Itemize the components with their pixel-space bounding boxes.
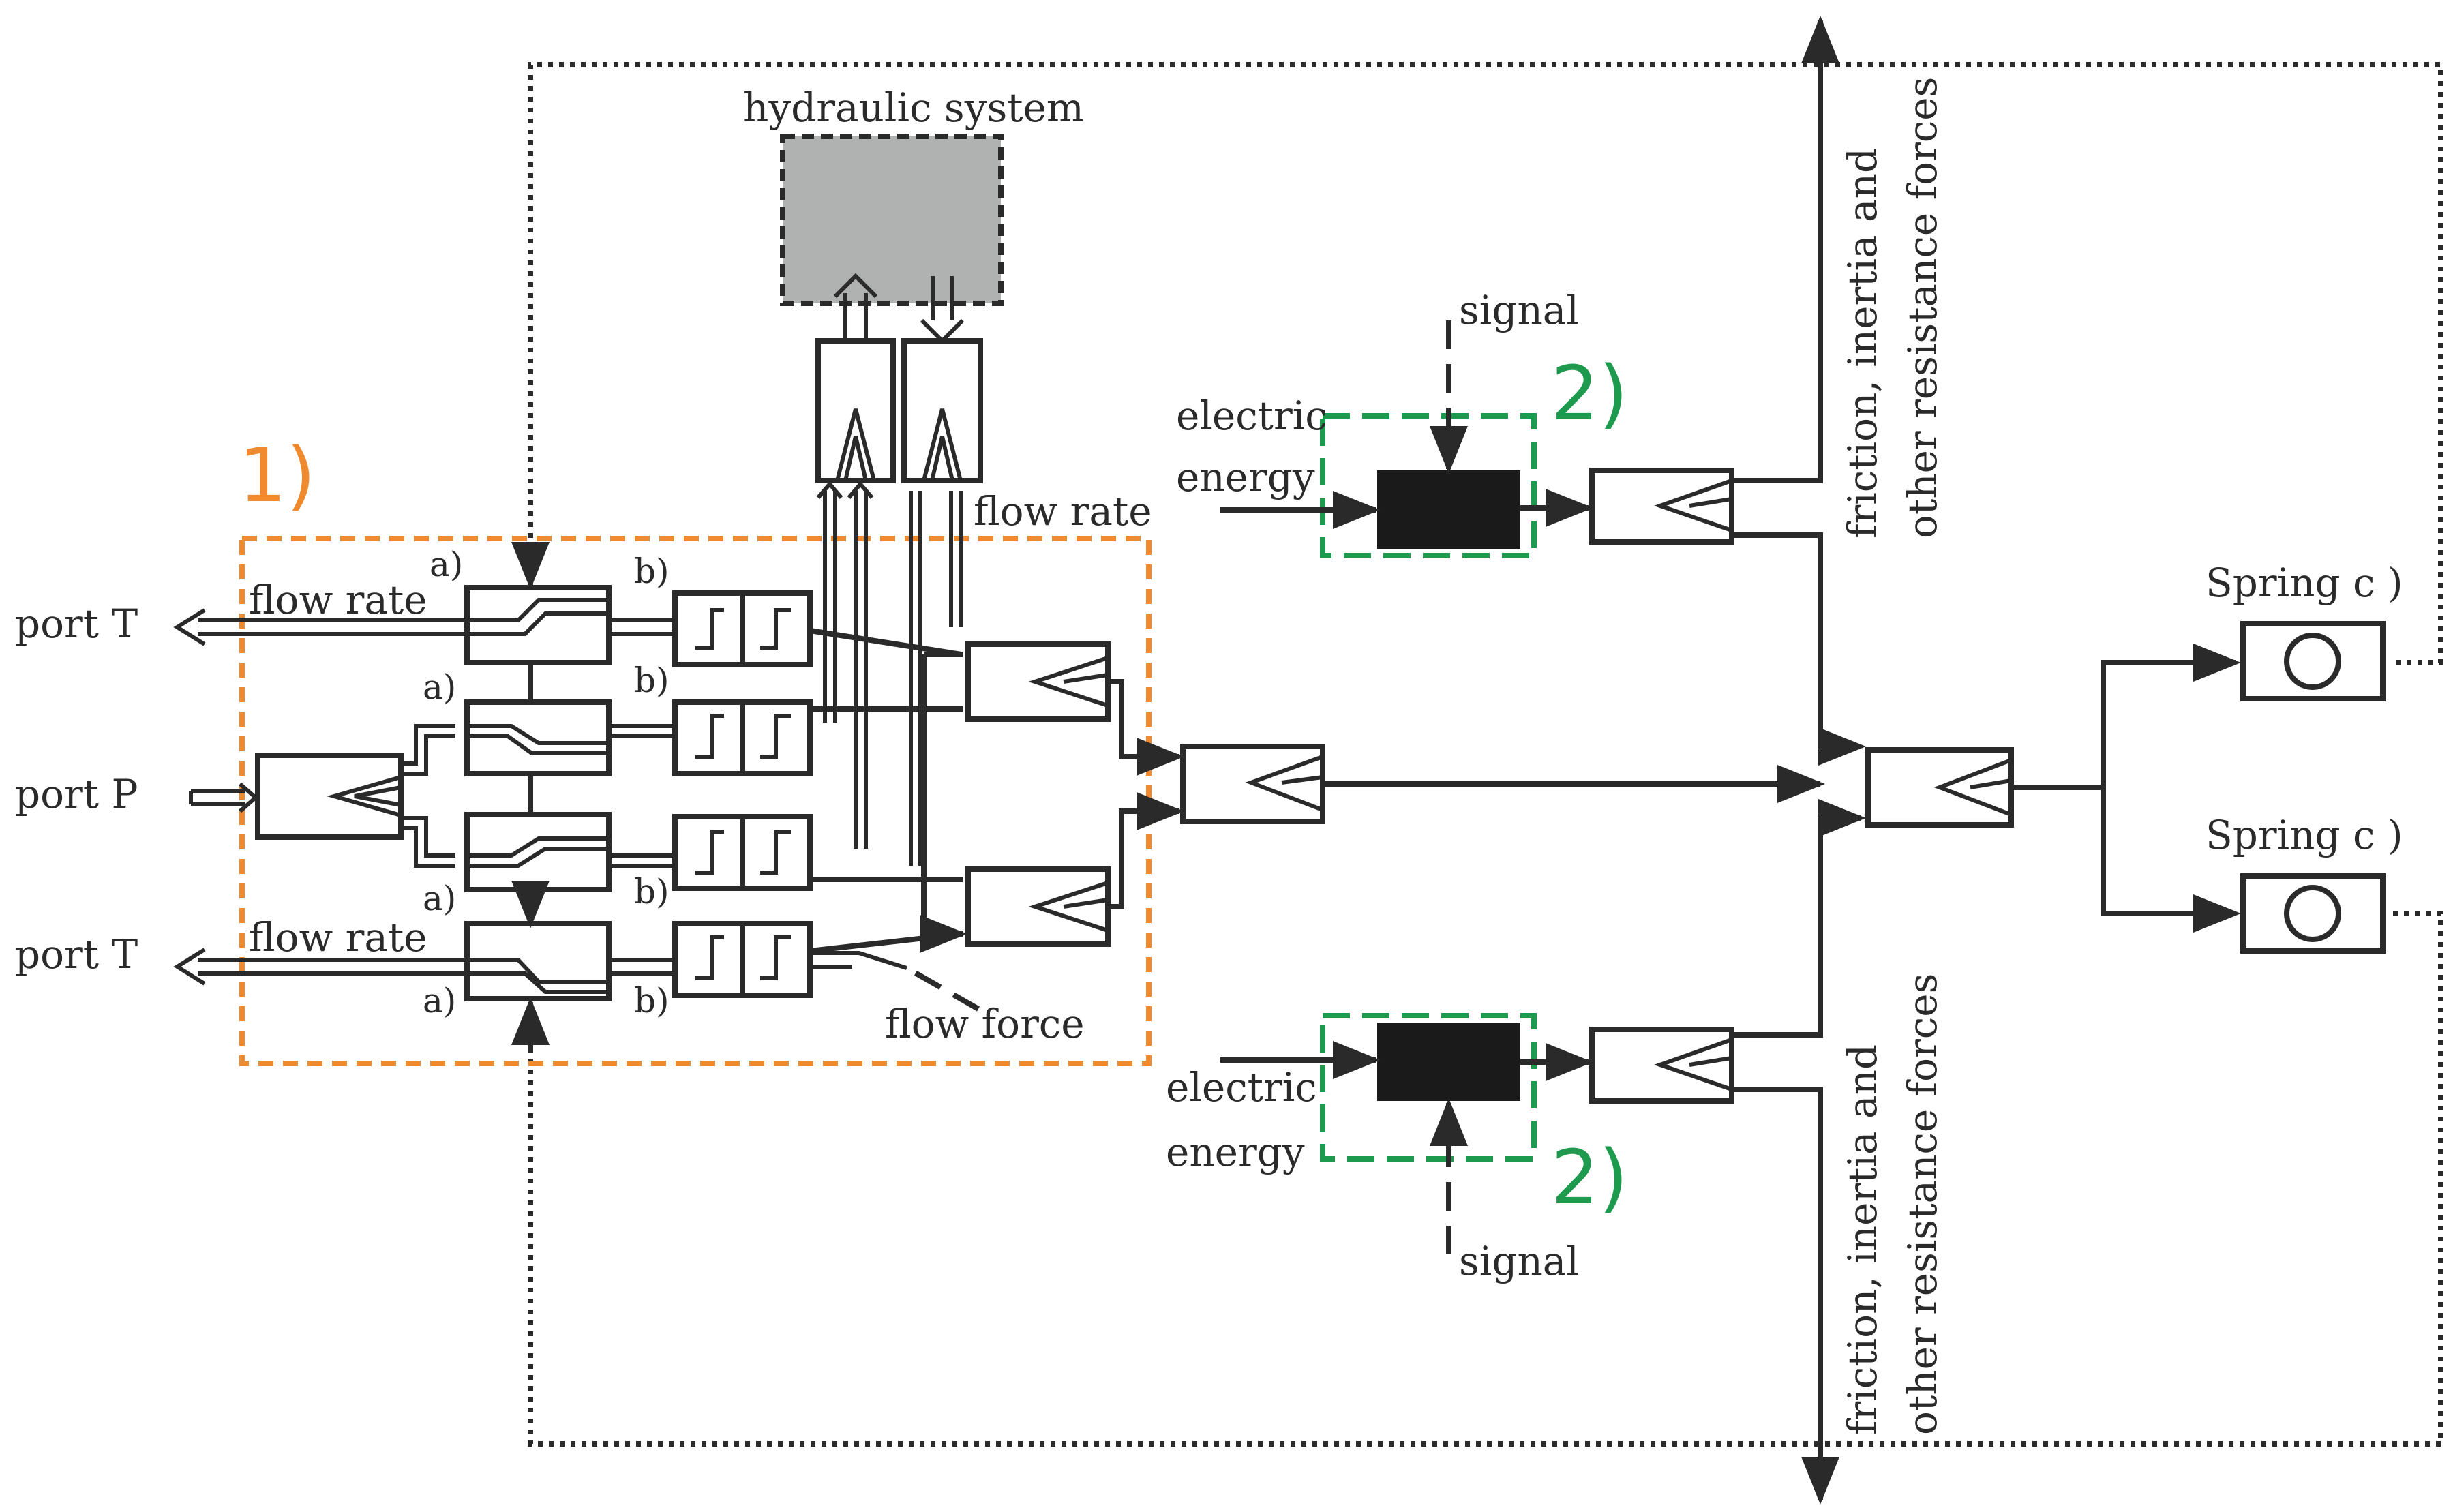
resistance-top-line2: other resistance forces	[1899, 77, 1946, 539]
signal-bottom-label: signal	[1459, 1238, 1579, 1284]
region-1-label: 1)	[239, 432, 316, 519]
resistance-arrow-up	[1732, 16, 1839, 483]
region-2-bottom-label: 2)	[1551, 1134, 1628, 1221]
hydraulic-pipe-up	[833, 273, 878, 341]
actuator-bottom-to-main	[1732, 799, 1866, 1038]
spring-block-top	[2240, 621, 2386, 701]
flow-rate-label-lower-left: flow rate	[249, 914, 427, 961]
port-p-label: port P	[15, 771, 138, 817]
port-t-bottom-pipe	[173, 948, 467, 986]
hydraulic-riser-pipes	[823, 491, 963, 866]
label-b-2: b)	[634, 661, 669, 700]
resistance-bottom-line2: other resistance forces	[1899, 973, 1946, 1435]
actuator-bottom	[1377, 1023, 1520, 1101]
hydraulic-pipe-down	[920, 276, 965, 344]
port-p-split-block	[255, 753, 404, 840]
spool-out-lines	[809, 628, 962, 954]
label-a-4: a)	[423, 981, 456, 1020]
flow-rate-label-top: flow rate	[974, 488, 1152, 534]
resistance-top-line1: friction, inertia and	[1839, 148, 1886, 539]
spool-block-3	[672, 814, 813, 891]
sum-block-actuator-bottom	[1589, 1027, 1734, 1104]
hydraulic-riser-arrows	[816, 481, 874, 499]
flow-force-label: flow force	[885, 1001, 1085, 1047]
sum-block-middle	[1180, 744, 1325, 824]
label-a-2: a)	[423, 667, 456, 707]
actuator-top	[1377, 470, 1520, 549]
sum-block-main	[1865, 747, 2014, 828]
sum-block-lower	[965, 866, 1111, 947]
dotted-feedback-bottom	[528, 911, 2443, 1447]
flow-force-pipe	[810, 951, 907, 970]
spring-block-bottom	[2240, 873, 2386, 954]
hydraulic-split-block-right	[901, 338, 983, 483]
resistance-bottom-line1: friction, inertia and	[1839, 1044, 1886, 1435]
actuator-top-to-main	[1732, 532, 1866, 766]
valve-switch-1	[464, 585, 612, 665]
sum-lower-to-mid	[1108, 792, 1184, 909]
region-2-top-boundary	[1320, 413, 1537, 558]
spool-block-1	[672, 590, 813, 667]
energy-bottom-label: energy	[1166, 1129, 1305, 1175]
valve-switch-3	[464, 812, 612, 892]
port-p-split-pipes	[401, 724, 455, 868]
flow-force-pointer	[905, 965, 980, 1012]
spool-block-4	[672, 921, 813, 998]
region-1-boundary	[239, 536, 1152, 1066]
label-b-4: b)	[634, 981, 669, 1020]
switch-to-spool-pipes	[609, 618, 675, 976]
port-t-bottom-label: port T	[15, 931, 138, 978]
spring-bottom-label: Spring c )	[2206, 812, 2403, 858]
signal-top-label: signal	[1459, 287, 1579, 333]
label-b-3: b)	[634, 872, 669, 911]
port-t-top-label: port T	[15, 601, 138, 647]
spool-block-2	[672, 699, 813, 776]
region-2-top-label: 2)	[1551, 350, 1628, 437]
port-p-inlet-pipe	[189, 782, 259, 813]
valve-switch-4	[464, 921, 612, 1001]
spring-top-label: Spring c )	[2206, 560, 2403, 606]
electric-top-label: electric	[1176, 393, 1327, 439]
valve-switch-2	[464, 699, 612, 776]
label-b-1: b)	[634, 551, 669, 591]
region-2-bottom-boundary	[1320, 1013, 1537, 1162]
sum-upper-to-mid	[1108, 679, 1184, 776]
hydraulic-split-block-left	[815, 338, 896, 483]
sum-block-actuator-top	[1589, 468, 1734, 545]
energy-top-label: energy	[1176, 454, 1315, 500]
hydraulic-system-block	[780, 134, 1004, 306]
to-spring-bottom	[2101, 787, 2241, 933]
label-a-3: a)	[423, 879, 456, 918]
hydraulic-system-label: hydraulic system	[743, 85, 1084, 131]
sum-block-upper	[965, 641, 1111, 722]
resistance-arrow-down	[1732, 1087, 1839, 1505]
label-a-1: a)	[430, 545, 463, 584]
port-t-top-pipe	[173, 608, 467, 646]
flow-rate-label-upper-left: flow rate	[249, 577, 427, 623]
to-spring-top	[2101, 644, 2241, 787]
flow-force-arrows	[924, 652, 963, 934]
electric-bottom-label: electric	[1166, 1064, 1317, 1110]
